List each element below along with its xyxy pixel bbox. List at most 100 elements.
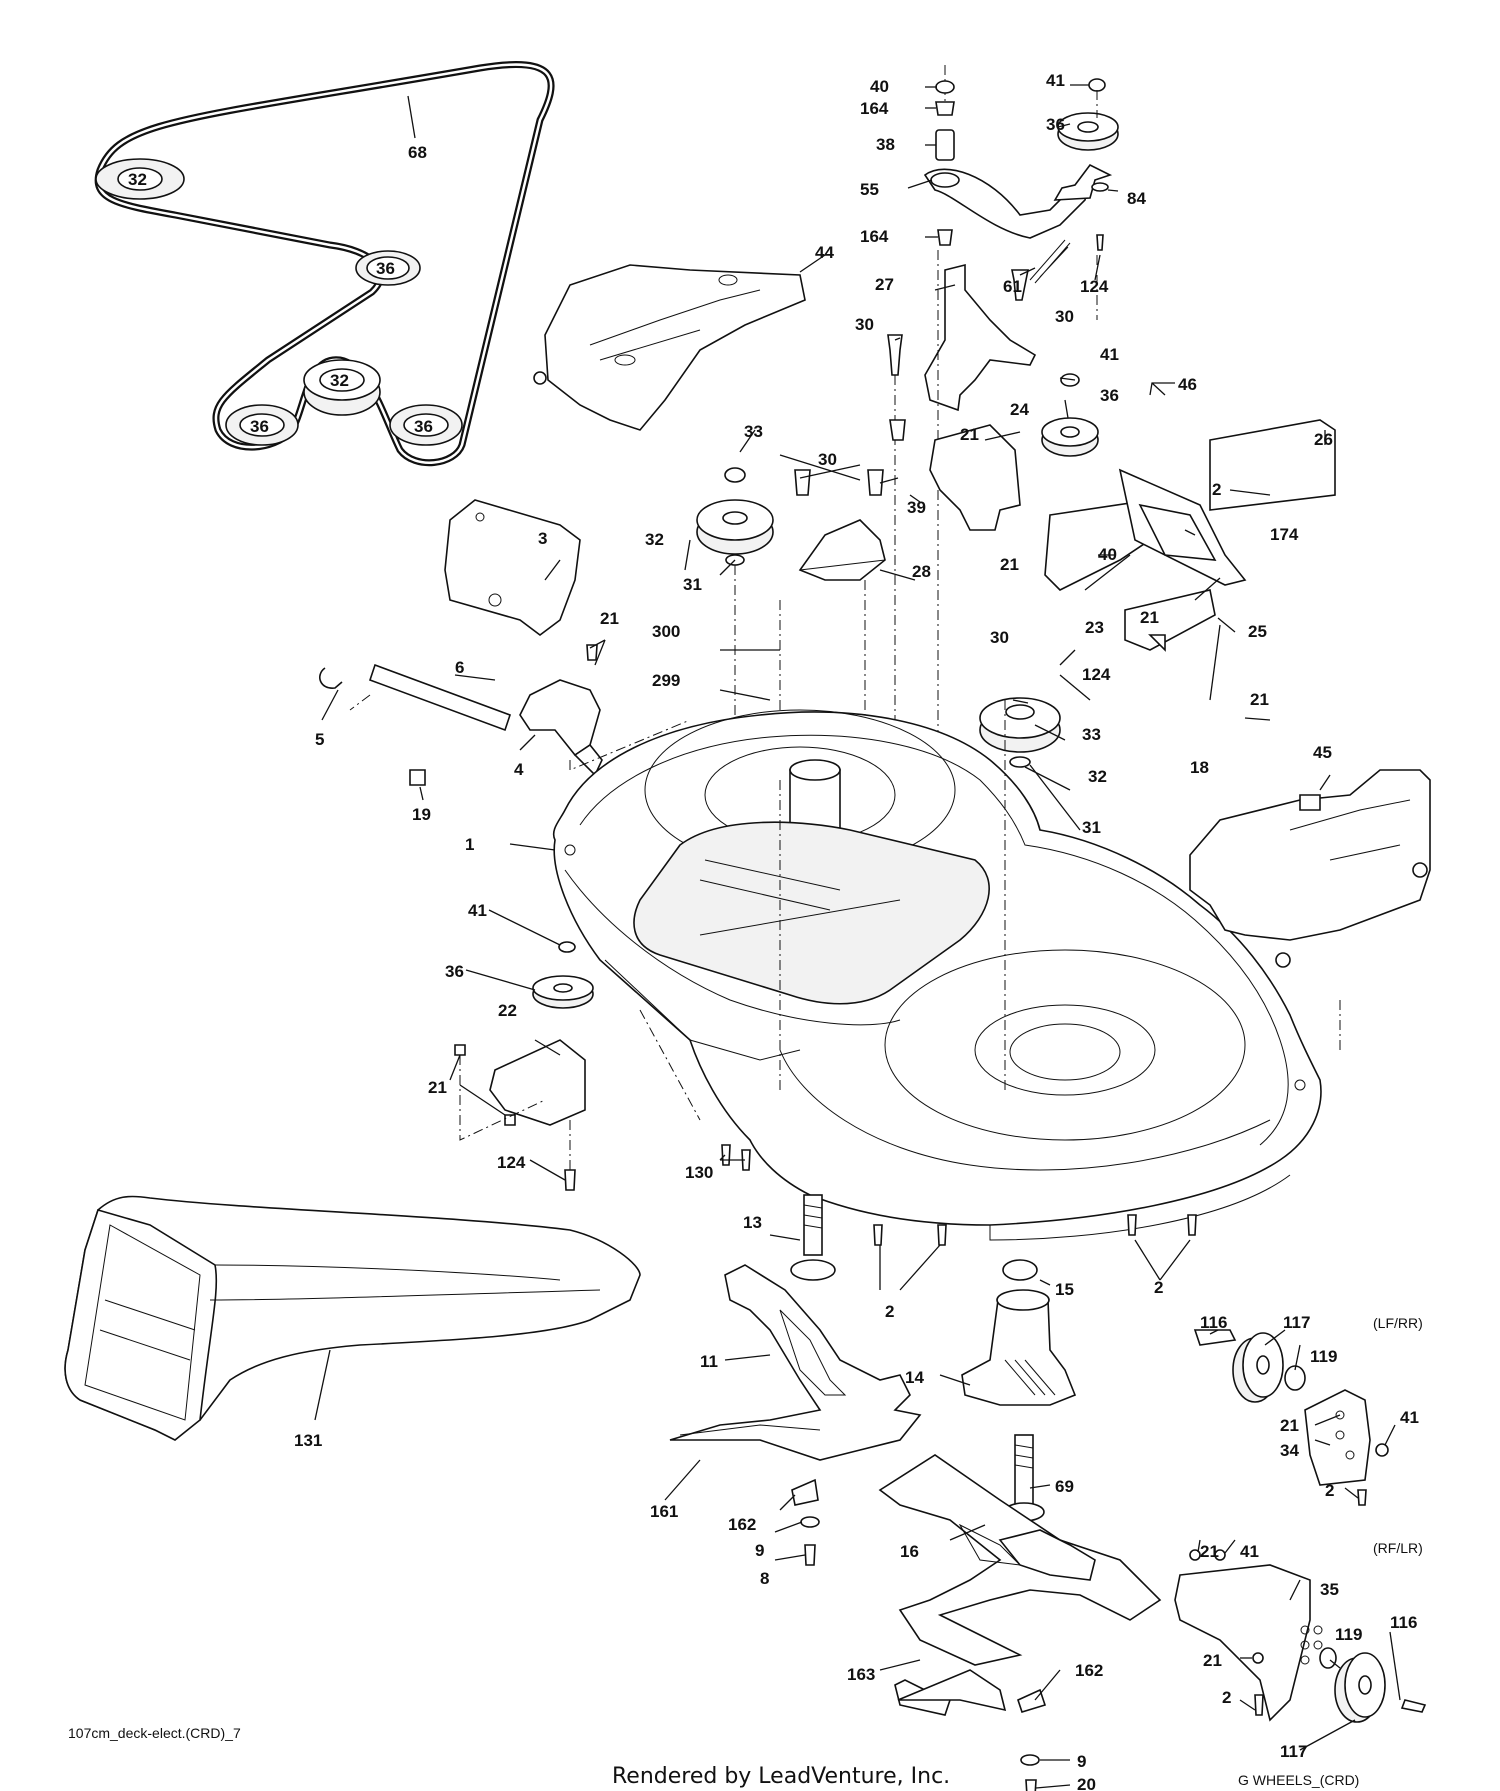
- callout-41-c: 41: [468, 901, 487, 920]
- callout-41-e: 41: [1240, 1542, 1259, 1561]
- callout-119-a: 119: [1310, 1347, 1337, 1366]
- callout-61: 61: [1003, 277, 1022, 296]
- callout-164-top: 164: [860, 99, 889, 118]
- callout-30-b: 30: [855, 315, 874, 334]
- callout-55: 55: [860, 180, 879, 199]
- callout-300: 300: [652, 622, 680, 641]
- callout-119-b: 119: [1335, 1625, 1362, 1644]
- note-gauge-wheels: G WHEELS_(CRD): [1238, 1772, 1359, 1788]
- callout-84: 84: [1127, 189, 1146, 208]
- callout-41-top: 41: [1046, 71, 1065, 90]
- callout-4: 4: [514, 760, 524, 779]
- callout-68: 68: [408, 143, 427, 162]
- callout-6: 6: [455, 658, 464, 677]
- callout-9-b: 9: [1077, 1752, 1086, 1771]
- callout-3: 3: [538, 529, 547, 548]
- belt-pulley-36-mid: [355, 250, 421, 286]
- callout-27: 27: [875, 275, 894, 294]
- callout-belt-32-left: 32: [128, 170, 147, 189]
- callout-25: 25: [1248, 622, 1267, 641]
- callout-15: 15: [1055, 1280, 1074, 1299]
- callout-30-d: 30: [990, 628, 1009, 647]
- callout-9-a: 9: [755, 1541, 764, 1560]
- left-pulley-bracket-group: [454, 941, 701, 1191]
- note-lf-rr: (LF/RR): [1373, 1315, 1423, 1331]
- callout-22: 22: [498, 1001, 517, 1020]
- note-rf-lr: (RF/LR): [1373, 1540, 1423, 1556]
- callout-21-g: 21: [1280, 1416, 1299, 1435]
- callout-21-a: 21: [960, 425, 979, 444]
- callout-14: 14: [905, 1368, 924, 1387]
- belt-routing-diagram: [94, 61, 555, 467]
- callout-belt-36-mid: 36: [376, 259, 395, 278]
- callout-117-a: 117: [1283, 1313, 1310, 1332]
- callout-belt-36-left: 36: [250, 417, 269, 436]
- callout-124-b: 124: [1082, 665, 1111, 684]
- gauge-wheel-lfrr: [1193, 1329, 1389, 1506]
- callout-124-top: 124: [1080, 277, 1109, 296]
- callout-32-a: 32: [645, 530, 664, 549]
- spindle-blade-right: [878, 1434, 1162, 1791]
- callout-117-b: 117: [1280, 1742, 1307, 1761]
- callout-21-f: 21: [428, 1078, 447, 1097]
- callout-31-b: 31: [1082, 818, 1101, 837]
- callout-39: 39: [907, 498, 926, 517]
- spindle-housing: [961, 1259, 1077, 1406]
- callout-44: 44: [815, 243, 834, 262]
- belt-pulley-32-center: [303, 359, 381, 416]
- callout-8: 8: [760, 1569, 769, 1588]
- callout-2-e: 2: [1222, 1688, 1231, 1707]
- callout-46: 46: [1178, 375, 1197, 394]
- callout-124-c: 124: [497, 1153, 526, 1172]
- callout-1: 1: [465, 835, 474, 854]
- belt-cover-left: [533, 254, 826, 431]
- diagram-notes: (LF/RR) (RF/LR) G WHEELS_(CRD) 107cm_dec…: [68, 1315, 1423, 1788]
- callout-164-mid: 164: [860, 227, 889, 246]
- callout-21-e: 21: [1250, 690, 1269, 709]
- callout-33-b: 33: [1082, 725, 1101, 744]
- callout-13: 13: [743, 1213, 762, 1232]
- callout-23: 23: [1085, 618, 1104, 637]
- callout-174: 174: [1270, 525, 1299, 544]
- callout-5: 5: [315, 730, 324, 749]
- callout-19: 19: [412, 805, 431, 824]
- callout-24: 24: [1010, 400, 1029, 419]
- callout-36-c: 36: [445, 962, 464, 981]
- callout-116-b: 116: [1390, 1613, 1417, 1632]
- callout-161: 161: [650, 1502, 678, 1521]
- callout-38: 38: [876, 135, 895, 154]
- callout-162-a: 162: [728, 1515, 756, 1534]
- callout-36-top: 36: [1046, 115, 1065, 134]
- belt-pulley-36-right-bottom: [389, 404, 463, 446]
- callout-299: 299: [652, 671, 680, 690]
- callout-163: 163: [847, 1665, 875, 1684]
- deck-bolts: [721, 1000, 1341, 1246]
- lift-bracket-group: [319, 499, 691, 786]
- gauge-wheel-rflr: [1174, 1549, 1427, 1723]
- callout-36-b: 36: [1100, 386, 1119, 405]
- leader-lines: [314, 84, 1401, 1789]
- callout-69: 69: [1055, 1477, 1074, 1496]
- callout-41-d: 41: [1400, 1408, 1419, 1427]
- callout-11: 11: [700, 1352, 718, 1371]
- callout-21-d: 21: [1140, 608, 1159, 627]
- callout-34: 34: [1280, 1441, 1299, 1460]
- pulley-group-center: [696, 419, 906, 1070]
- callout-30-c: 30: [818, 450, 837, 469]
- callout-35: 35: [1320, 1580, 1339, 1599]
- idler-pulley-36-top: [1057, 112, 1119, 151]
- footer-credit: Rendered by LeadVenture, Inc.: [612, 1764, 950, 1789]
- callout-131: 131: [294, 1431, 322, 1450]
- callout-130: 130: [685, 1163, 713, 1182]
- callout-20: 20: [1077, 1775, 1096, 1791]
- callout-2-a: 2: [1212, 480, 1221, 499]
- mower-deck-housing: [552, 700, 1322, 1241]
- callout-21-c: 21: [600, 609, 619, 628]
- belt-cover-right: [1189, 769, 1431, 968]
- callout-30-a: 30: [1055, 307, 1074, 326]
- spindle-blade-left: [669, 1194, 922, 1566]
- callout-31-a: 31: [683, 575, 702, 594]
- belt-pulley-32-left: [95, 158, 185, 200]
- pulley-group-right: [929, 373, 1336, 768]
